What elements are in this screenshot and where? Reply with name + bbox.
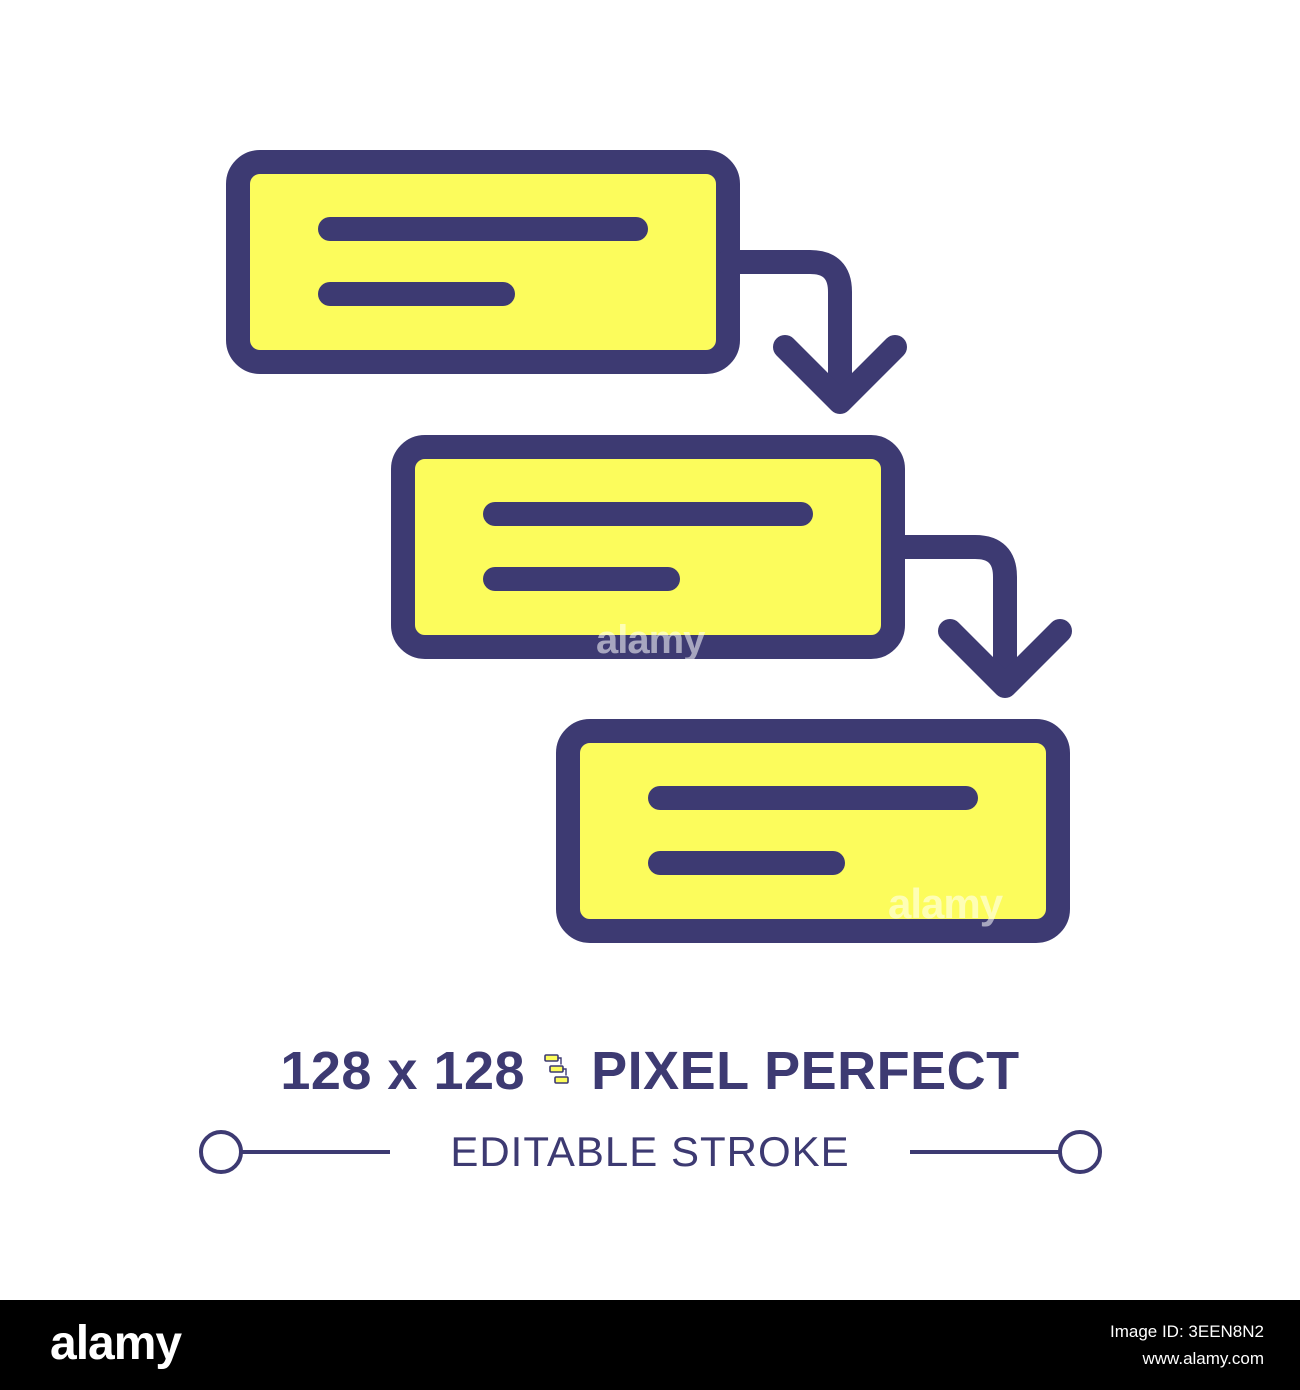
image-id-text: Image ID: 3EEN8N2: [1109, 1322, 1264, 1341]
stroke-slider-decoration: [199, 1130, 1102, 1174]
connector-arrow-1: [716, 250, 852, 412]
footer-bar: alamy Image ID: 3EEN8N2 www.alamy.com: [0, 1300, 1300, 1390]
workflow-flowchart-icon: [226, 150, 1072, 943]
editable-stroke-label: EDITABLE STROKE: [450, 1128, 850, 1175]
flow-step-box-1: [226, 150, 740, 374]
size-label: 128 x 128: [280, 1041, 526, 1101]
flow-step-box-2: [391, 435, 905, 659]
flow-step-box-3: [556, 719, 1070, 943]
footer-url-text: www.alamy.com: [1142, 1349, 1264, 1368]
slider-right-handle-icon: [1058, 1130, 1102, 1174]
quality-label: PIXEL PERFECT: [591, 1041, 1020, 1101]
caption-size-line: 128 x 128 PIXEL PERFECT: [0, 1036, 1300, 1106]
connector-arrow-2: [881, 535, 1017, 697]
arrowhead-2: [938, 619, 1072, 698]
footer-meta: Image ID: 3EEN8N2 www.alamy.com: [1034, 1318, 1264, 1372]
editable-stroke-line: EDITABLE STROKE: [0, 1124, 1300, 1180]
arrowhead-1: [773, 335, 907, 414]
mini-flowchart-icon: [544, 1054, 569, 1084]
alamy-logo: alamy: [50, 1317, 182, 1370]
